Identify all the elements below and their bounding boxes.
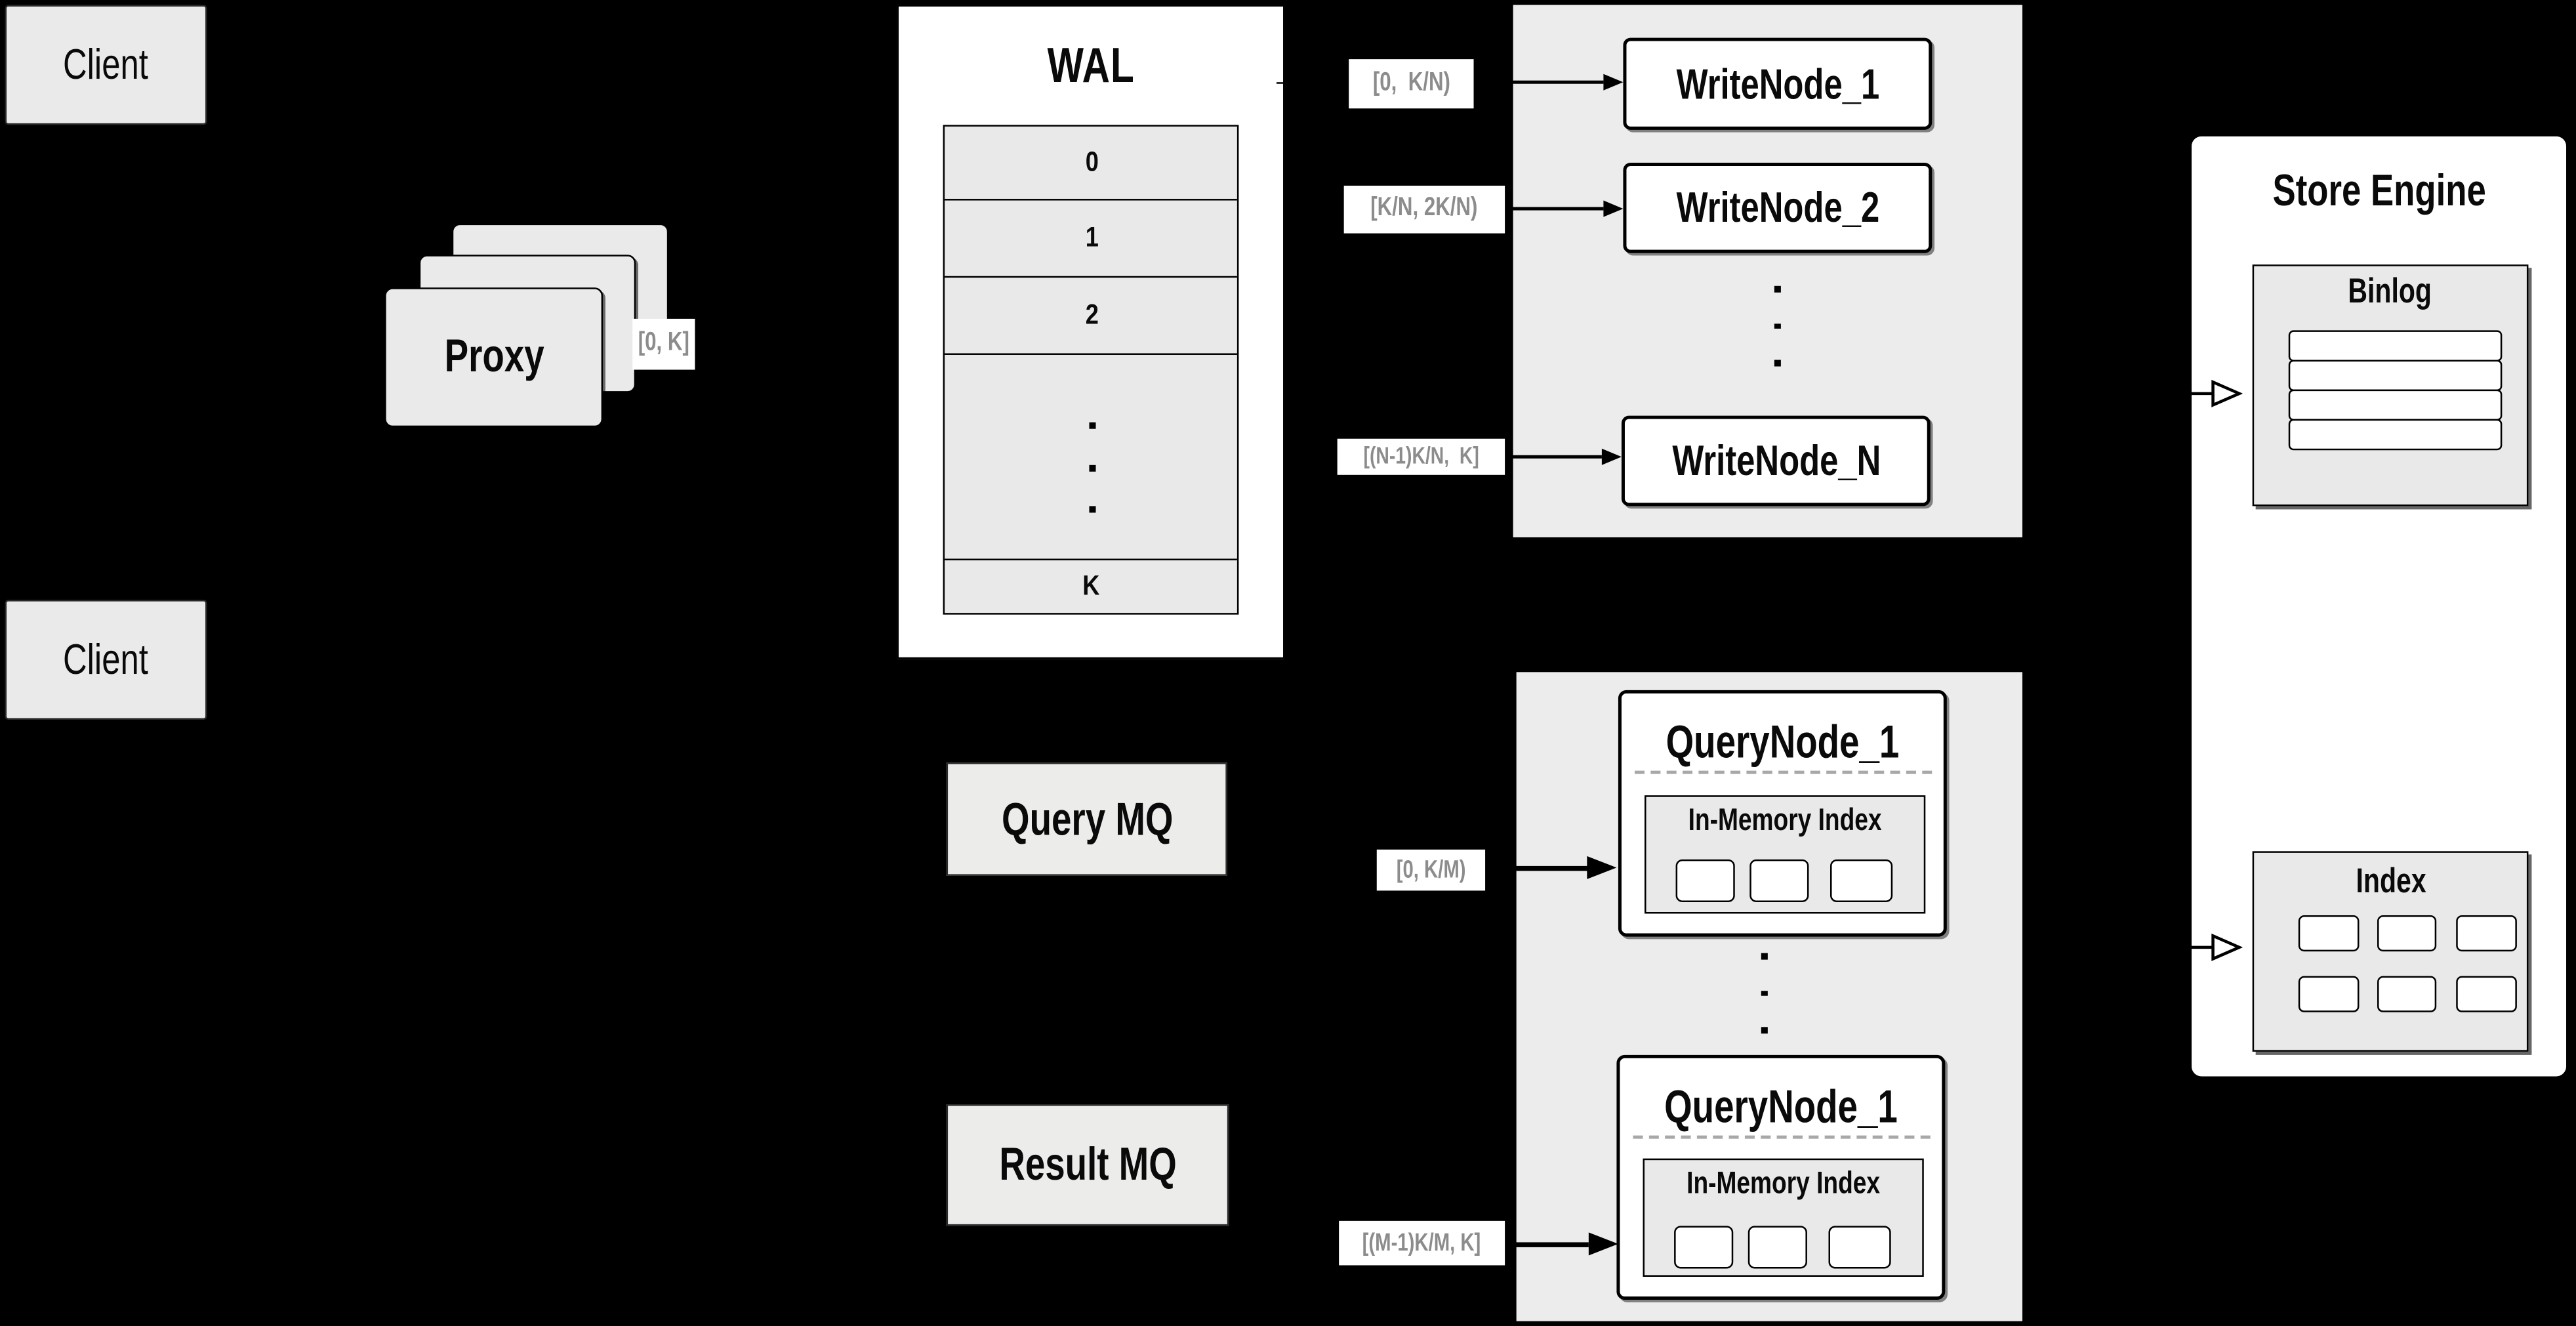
vertical-ellipsis-icon: [1761, 953, 1768, 1033]
dashed-divider: [1633, 1135, 1931, 1139]
result-mq-box: Result MQ: [946, 1105, 1229, 1226]
arrow-line: [1505, 455, 1602, 459]
store-engine-box: Store Engine Binlog Index: [2188, 132, 2569, 1080]
query-node-card-1: QueryNode_1 In-Memory Index: [1618, 690, 1947, 937]
vertical-ellipsis-icon: [1090, 423, 1097, 514]
range-label-write-1: [0, K/N): [1349, 58, 1474, 110]
range-label-proxy-to-wal: [0, K]: [631, 318, 695, 369]
arrow-right-icon: [1587, 856, 1617, 879]
binlog-row: [2288, 360, 2503, 392]
in-memory-index-title-wrap: In-Memory Index: [1686, 1166, 1880, 1201]
index-box: Index: [2252, 851, 2529, 1052]
proxy-box: Proxy: [384, 287, 603, 426]
arrow-right-icon: [1601, 448, 1621, 465]
client-top-label: Client: [63, 39, 149, 89]
wal-title: WAL: [1047, 40, 1135, 94]
arrow-right-icon: [1603, 74, 1623, 91]
wal-row: 2: [945, 278, 1238, 356]
index-square: [2298, 976, 2360, 1013]
segment-square: [1830, 859, 1892, 902]
wal-title-wrap: WAL: [899, 40, 1282, 96]
index-square: [2377, 976, 2437, 1013]
binlog-box: Binlog: [2252, 264, 2529, 507]
client-bottom-label: Client: [63, 633, 149, 683]
write-node-2-box: WriteNode_2: [1623, 162, 1932, 253]
wal-segment-table: 0 1 2 K: [943, 125, 1240, 615]
arrow-line: [1505, 207, 1604, 211]
client-top-box: Client: [5, 5, 207, 125]
index-square: [2298, 915, 2360, 952]
query-node-2-title-wrap: QueryNode_1: [1664, 1081, 1898, 1132]
wal-row-k: K: [1082, 570, 1100, 602]
binlog-row: [2288, 330, 2503, 362]
in-memory-index-box-2: In-Memory Index: [1642, 1157, 1924, 1277]
range-label-query-1: [0, K/M): [1376, 848, 1485, 890]
wal-row: 1: [945, 201, 1238, 278]
segment-square: [1675, 859, 1736, 902]
wal-box: WAL 0 1 2 K: [897, 5, 1284, 659]
dashed-divider: [1634, 770, 1932, 774]
binlog-row: [2288, 419, 2503, 451]
client-bottom-box: Client: [5, 598, 207, 719]
index-square: [2377, 915, 2437, 952]
hollow-arrow-right-icon: [2186, 379, 2243, 407]
arrow-line: [1473, 81, 1604, 85]
binlog-title-wrap: Binlog: [2348, 272, 2432, 311]
range-label-write-2: [K/N, 2K/N): [1343, 184, 1505, 234]
index-title-wrap: Index: [2355, 863, 2426, 901]
wal-ellipsis-cell: [945, 356, 1238, 561]
segment-square: [1674, 1225, 1734, 1268]
write-node-n-box: WriteNode_N: [1621, 415, 1931, 507]
query-node-1-title-wrap: QueryNode_1: [1666, 716, 1900, 768]
vertical-ellipsis-icon: [1774, 285, 1781, 366]
query-node-card-2: QueryNode_1 In-Memory Index: [1616, 1054, 1946, 1300]
index-square: [2456, 915, 2517, 952]
arrow-right-icon: [1603, 200, 1623, 217]
query-mq-box: Query MQ: [946, 762, 1227, 876]
binlog-row: [2288, 389, 2503, 421]
in-memory-index-box-1: In-Memory Index: [1643, 795, 1926, 914]
range-label-query-m: [(M-1)K/M, K]: [1338, 1221, 1505, 1266]
segment-square: [1748, 1225, 1807, 1268]
arrow-line: [1505, 1242, 1589, 1247]
arrow-right-icon: [1587, 1232, 1618, 1256]
proxy-label: Proxy: [443, 331, 544, 382]
binlog-rows: [2288, 330, 2503, 451]
in-memory-index-title-wrap: In-Memory Index: [1688, 803, 1882, 839]
range-label-write-n: [(N-1)K/N, K]: [1338, 438, 1505, 476]
index-square: [2456, 976, 2517, 1013]
hollow-arrow-right-icon: [2186, 932, 2243, 961]
wal-arrow-stub: [1275, 81, 1285, 85]
write-node-1-box: WriteNode_1: [1623, 37, 1932, 130]
wal-row: 0: [945, 127, 1238, 201]
segment-square: [1749, 859, 1809, 902]
segment-square: [1828, 1225, 1891, 1268]
arrow-line: [1484, 866, 1588, 871]
store-engine-title-wrap: Store Engine: [2272, 165, 2485, 215]
